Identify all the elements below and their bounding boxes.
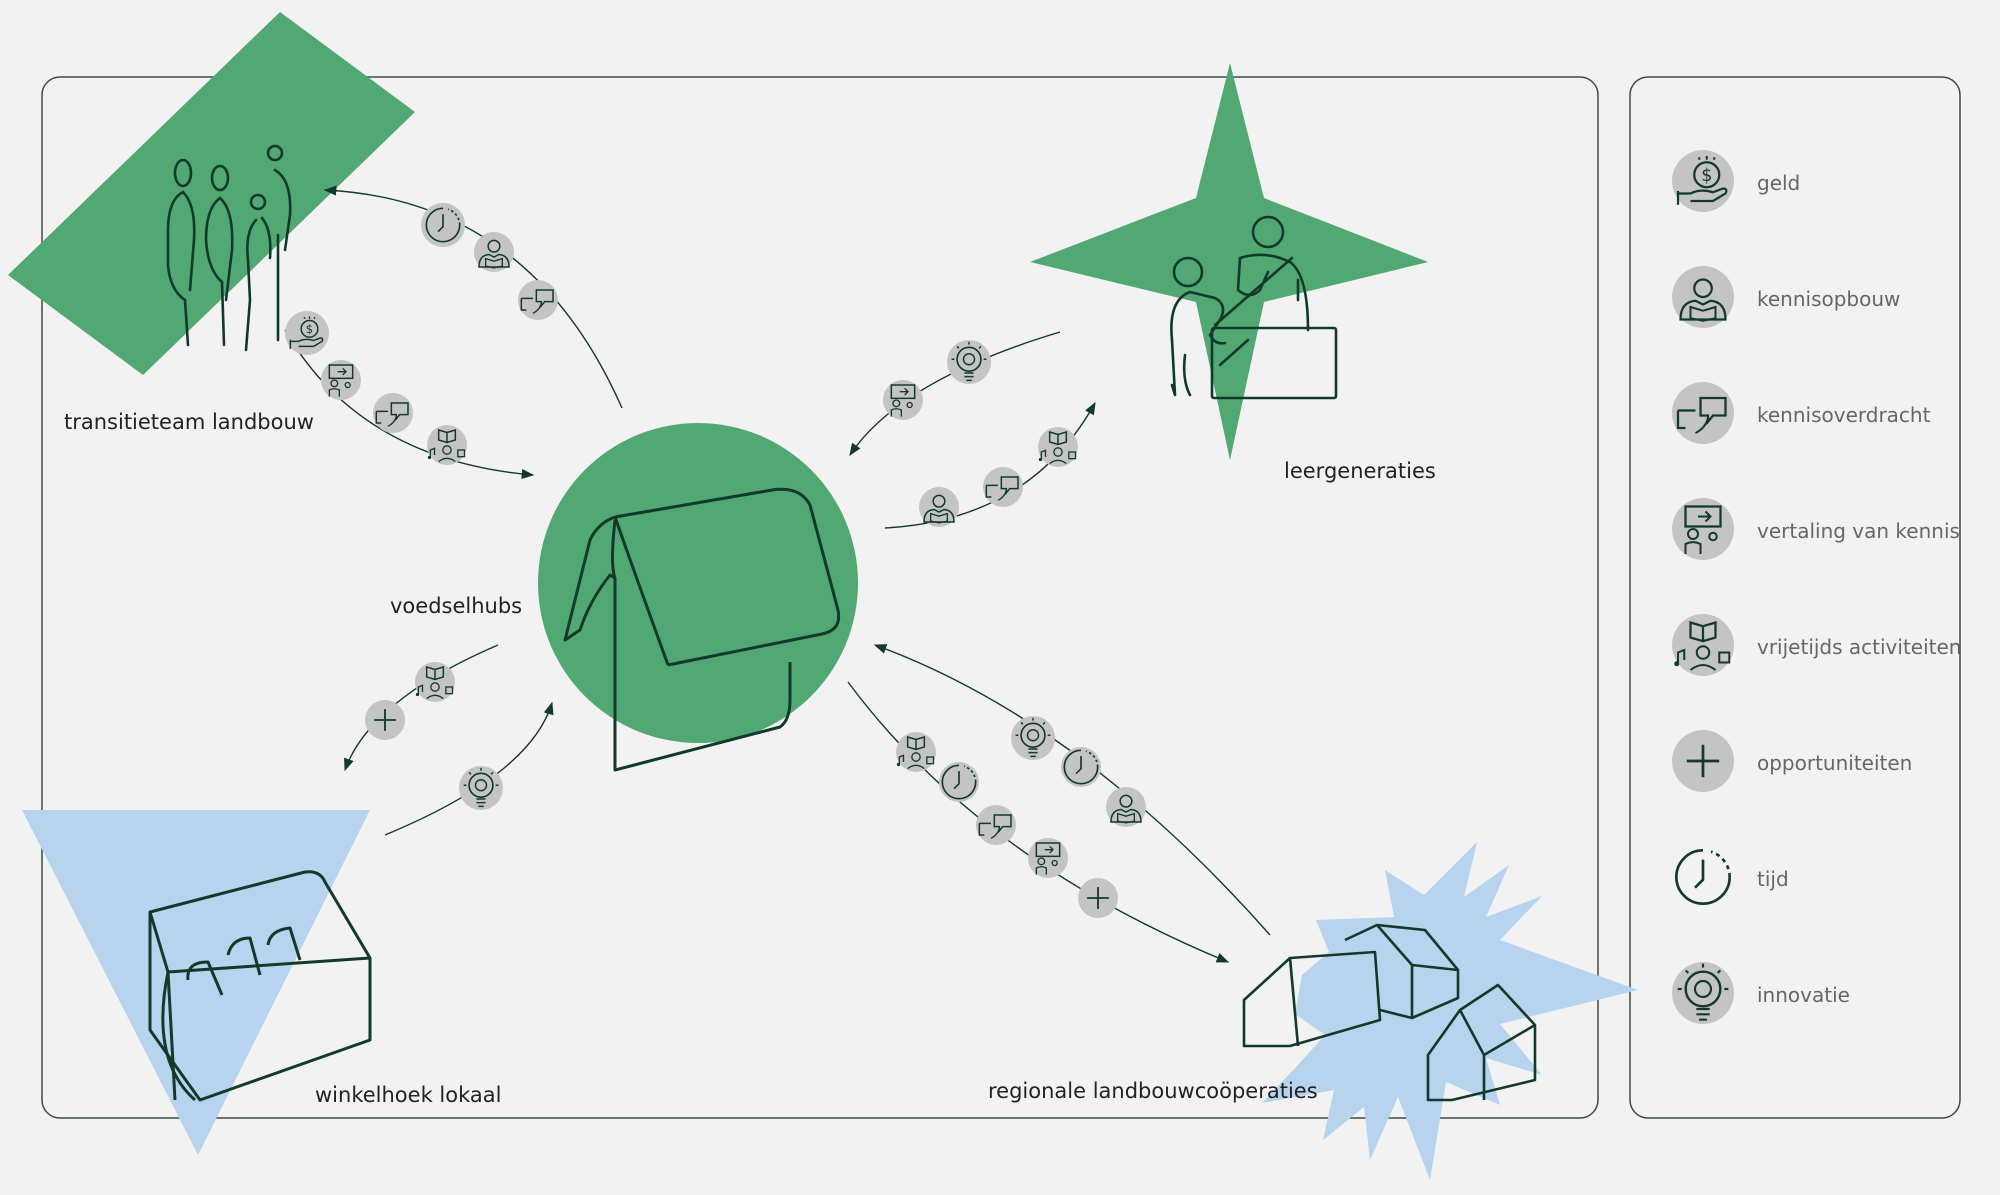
cooperaties-backdrop bbox=[1262, 842, 1638, 1180]
leisure-activities-icon bbox=[1038, 427, 1078, 467]
arrow-leergeneraties-to-hub bbox=[849, 331, 1061, 457]
leisure-activities-icon bbox=[415, 662, 455, 702]
leergeneraties-backdrop bbox=[1030, 63, 1428, 460]
leisure-activities-icon bbox=[896, 732, 936, 772]
presenter-board-icon bbox=[321, 360, 361, 400]
speech-bubbles-icon bbox=[983, 467, 1023, 507]
legend-presenter-board-icon bbox=[1672, 498, 1734, 560]
presenter-board-icon bbox=[883, 380, 923, 420]
node-label-cooperaties: regionale landbouwcoöperaties bbox=[988, 1079, 1318, 1103]
legend-clock-icon bbox=[1675, 848, 1731, 906]
diagram-frame bbox=[41, 76, 1599, 1119]
flow-icons bbox=[285, 203, 1146, 918]
legend-label-vertaling: vertaling van kennis bbox=[1757, 519, 1960, 543]
lightbulb-gear-icon bbox=[947, 340, 991, 384]
legend-label-tijd: tijd bbox=[1757, 867, 1789, 891]
legend-label-innovatie: innovatie bbox=[1757, 983, 1850, 1007]
reader-book-icon bbox=[1106, 787, 1146, 827]
arrow-hub-to-winkelhoek bbox=[344, 644, 499, 772]
legend-label-kennisoverdracht: kennisoverdracht bbox=[1757, 403, 1931, 427]
legend-icons bbox=[1672, 150, 1734, 1024]
speech-bubbles-icon bbox=[976, 805, 1016, 845]
speech-bubbles-icon bbox=[373, 393, 413, 433]
voedselhubs-tent-illustration bbox=[563, 487, 841, 772]
node-label-voedselhubs: voedselhubs bbox=[390, 594, 523, 618]
legend-frame bbox=[1629, 76, 1961, 1119]
transitieteam-backdrop bbox=[8, 12, 415, 375]
arrow-hub-to-cooperaties bbox=[847, 681, 1230, 963]
presenter-board-icon bbox=[1028, 838, 1068, 878]
legend-lightbulb-gear-icon bbox=[1672, 962, 1734, 1024]
legend-money-hand-icon bbox=[1672, 150, 1734, 212]
node-label-leergeneraties: leergeneraties bbox=[1284, 459, 1436, 483]
legend-leisure-activities-icon bbox=[1672, 614, 1734, 676]
legend-label-opportuniteiten: opportuniteiten bbox=[1757, 751, 1913, 775]
legend-speech-bubbles-icon bbox=[1672, 382, 1734, 444]
arrow-hub-to-transitieteam bbox=[323, 185, 623, 409]
arrow-transitieteam-to-hub bbox=[284, 329, 535, 480]
reader-book-icon bbox=[474, 232, 514, 272]
node-label-transitieteam: transitieteam landbouw bbox=[64, 410, 314, 434]
legend-plus-icon bbox=[1672, 730, 1734, 792]
legend-label-kennisopbouw: kennisopbouw bbox=[1757, 287, 1901, 311]
reader-book-icon bbox=[919, 487, 959, 527]
arrow-cooperaties-to-hub bbox=[873, 644, 1271, 936]
clock-icon bbox=[421, 203, 465, 247]
voedselhubs-backdrop bbox=[538, 423, 858, 743]
legend-label-vrijetijds: vrijetijds activiteiten bbox=[1757, 635, 1962, 659]
plus-icon bbox=[365, 700, 405, 740]
lightbulb-gear-icon bbox=[1011, 716, 1055, 760]
transitieteam-people-illustration bbox=[166, 144, 292, 352]
winkelhoek-crate-illustration bbox=[148, 870, 372, 1102]
arrow-winkelhoek-to-hub bbox=[384, 701, 554, 836]
plus-icon bbox=[1078, 878, 1118, 918]
lightbulb-gear-icon bbox=[459, 766, 503, 810]
legend-label-geld: geld bbox=[1757, 171, 1801, 195]
leergeneraties-people-illustration bbox=[1170, 215, 1338, 400]
winkelhoek-backdrop bbox=[22, 810, 370, 1155]
speech-bubbles-icon bbox=[518, 280, 558, 320]
node-label-winkelhoek: winkelhoek lokaal bbox=[315, 1083, 502, 1107]
money-hand-icon bbox=[285, 311, 329, 355]
leisure-activities-icon bbox=[427, 425, 467, 465]
legend-reader-book-icon bbox=[1672, 266, 1734, 328]
cooperaties-houses-illustration bbox=[1242, 923, 1537, 1102]
clock-icon bbox=[939, 762, 979, 802]
clock-icon bbox=[1061, 747, 1101, 787]
